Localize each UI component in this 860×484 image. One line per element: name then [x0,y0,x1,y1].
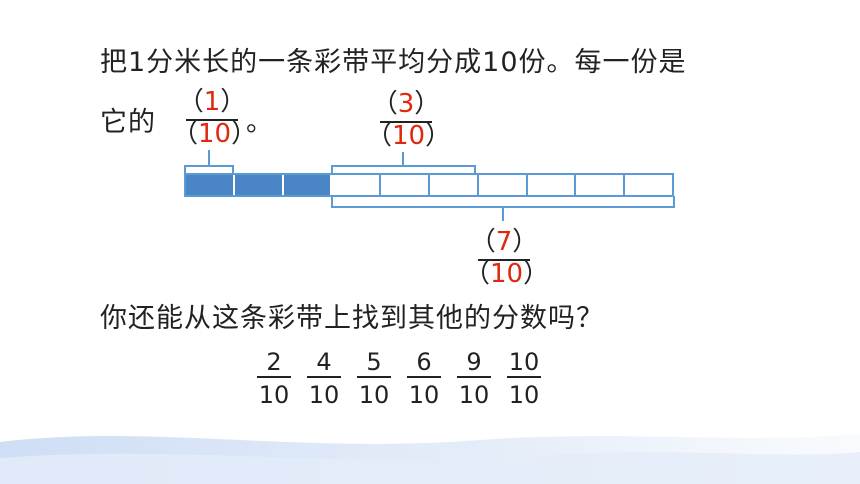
fraction-bar [457,376,491,378]
statement-line-2-suffix: 。 [246,107,274,138]
ribbon-segment [479,175,528,195]
ribbon-segment [528,175,577,195]
numerator: 1 [203,87,221,117]
paren-close: ） [220,87,247,117]
numerator: 6 [416,348,432,376]
ribbon-segment [234,175,284,195]
numerator: 5 [366,348,382,376]
denominator: 10 [490,259,524,289]
fraction-annotation-one: （1） （10） [172,86,257,150]
fraction-bar [478,259,530,261]
numerator: 7 [495,227,513,257]
fraction-bar [307,376,341,378]
fraction-annotation-seven: （7） （10） [464,226,549,290]
fraction-bar [507,376,541,378]
ribbon-segment [430,175,479,195]
ribbon-segment [283,175,333,195]
statement-line-1: 把1分米长的一条彩带平均分成10份。每一份是 [100,47,687,78]
brace-three-segments [331,165,476,175]
denominator: 10 [508,381,540,409]
numerator: 10 [508,348,540,376]
fraction-annotation-three: （3） （10） [366,88,451,152]
paren-close: ） [414,89,441,119]
question-line: 你还能从这条彩带上找到其他的分数吗？ [100,303,604,334]
ribbon-segment [625,175,672,195]
paren-close: ） [425,121,452,151]
denominator: 10 [358,381,390,409]
paren-close: ） [523,259,550,289]
brace-one-segment [184,165,234,175]
brace-seven-stem [502,207,504,221]
ribbon-segment [186,175,235,195]
decorative-wave [0,434,860,484]
paren-open: （ [366,121,393,151]
paren-open: （ [464,259,491,289]
paren-open: （ [469,227,496,257]
numerator: 9 [466,348,482,376]
denominator: 10 [408,381,440,409]
denominator: 10 [258,381,290,409]
fraction-bar [186,119,238,121]
fraction-bar [407,376,441,378]
numerator: 4 [316,348,332,376]
ribbon-segment [381,175,430,195]
paren-open: （ [177,87,204,117]
paren-close: ） [231,119,258,149]
denominator: 10 [458,381,490,409]
brace-one-stem [208,150,210,165]
denominator: 10 [308,381,340,409]
numerator: 3 [397,89,415,119]
ribbon-segment [332,175,382,195]
paren-open: （ [371,89,398,119]
statement-line-2-prefix: 它的 [100,107,156,138]
brace-three-stem [402,152,404,165]
denominator: 10 [198,119,232,149]
ribbon-strip [184,173,674,197]
numerator: 2 [266,348,282,376]
denominator: 10 [392,121,426,151]
fraction-bar [357,376,391,378]
fraction-bar [257,376,291,378]
ribbon-segment [576,175,626,195]
paren-open: （ [172,119,199,149]
paren-close: ） [512,227,539,257]
fraction-bar [380,121,432,123]
